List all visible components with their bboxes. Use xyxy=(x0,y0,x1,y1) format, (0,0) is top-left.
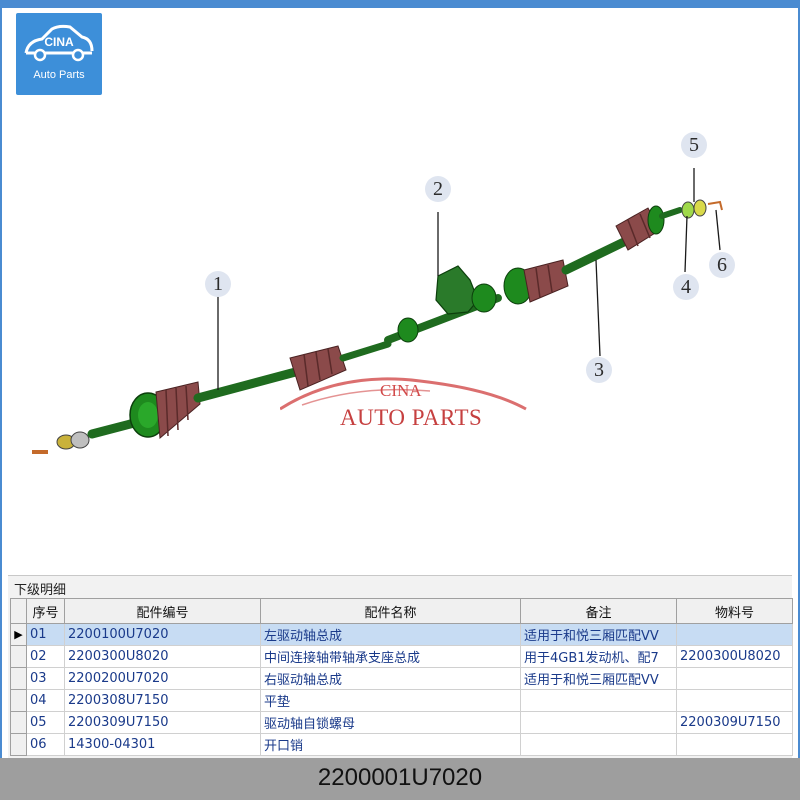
logo-line1: CINA xyxy=(44,35,74,49)
left-nut-washer xyxy=(32,431,90,454)
cell-remark[interactable] xyxy=(520,711,677,734)
column-header-part-no[interactable]: 配件编号 xyxy=(64,598,261,624)
panel-title: 下级明细 xyxy=(14,583,67,598)
assembly-part-number: 2200001U7020 xyxy=(317,764,483,791)
cell-part-no[interactable]: 14300-04301 xyxy=(64,733,261,756)
cell-remark[interactable] xyxy=(520,689,677,712)
parts-table: 序号 配件编号 配件名称 备注 物料号 ▶ 01 2200100U7020 左驱… xyxy=(10,598,793,756)
car-outline-icon xyxy=(24,24,94,62)
brand-logo: CINA Auto Parts xyxy=(16,13,102,95)
right-inner-boot xyxy=(503,259,569,305)
sub-parts-panel: 下级明细 序号 配件编号 配件名称 备注 物料号 ▶ 01 2200100U70… xyxy=(8,575,793,759)
row-indicator xyxy=(10,689,27,712)
cell-material[interactable] xyxy=(676,689,793,712)
watermark-swoosh-icon xyxy=(279,377,527,411)
row-indicator xyxy=(10,645,27,668)
row-indicator xyxy=(10,711,27,734)
table-row[interactable]: 05 2200309U7150 驱动轴自锁螺母 2200309U7150 xyxy=(10,711,793,734)
table-row[interactable]: 06 14300-04301 开口销 xyxy=(10,733,793,756)
callout-6: 6 xyxy=(709,252,735,278)
callout-2: 2 xyxy=(425,176,451,202)
callout-5: 5 xyxy=(681,132,707,158)
cell-remark[interactable]: 适用于和悦三厢匹配VV xyxy=(520,623,677,646)
cell-part-no[interactable]: 2200100U7020 xyxy=(64,623,261,646)
row-indicator xyxy=(10,667,27,690)
cell-part-no[interactable]: 2200200U7020 xyxy=(64,667,261,690)
table-row[interactable]: ▶ 01 2200100U7020 左驱动轴总成 适用于和悦三厢匹配VV xyxy=(10,623,793,646)
left-outer-boot xyxy=(155,381,201,440)
table-row[interactable]: 02 2200300U8020 中间连接轴带轴承支座总成 用于4GB1发动机、配… xyxy=(10,645,793,668)
column-header-material[interactable]: 物料号 xyxy=(676,598,793,624)
cell-material[interactable] xyxy=(676,667,793,690)
intermediate-shaft xyxy=(384,265,502,344)
right-outer-boot xyxy=(615,205,683,251)
cell-part-no[interactable]: 2200300U8020 xyxy=(64,645,261,668)
cell-no[interactable]: 04 xyxy=(26,689,65,712)
leader-lines xyxy=(217,168,721,390)
left-inner-boot xyxy=(289,345,347,391)
cell-remark[interactable]: 适用于和悦三厢匹配VV xyxy=(520,667,677,690)
table-row[interactable]: 03 2200200U7020 右驱动轴总成 适用于和悦三厢匹配VV xyxy=(10,667,793,690)
callout-4: 4 xyxy=(673,274,699,300)
cell-part-no[interactable]: 2200309U7150 xyxy=(64,711,261,734)
watermark-line1: CINA xyxy=(380,381,422,400)
drive-shaft-illustration xyxy=(32,168,723,454)
column-header-no[interactable]: 序号 xyxy=(26,598,65,624)
cell-material[interactable]: 2200300U8020 xyxy=(676,645,793,668)
cell-remark[interactable]: 用于4GB1发动机、配7 xyxy=(520,645,677,668)
table-row[interactable]: 04 2200308U7150 平垫 xyxy=(10,689,793,712)
top-bar xyxy=(0,0,800,8)
column-header-remark[interactable]: 备注 xyxy=(520,598,677,624)
cell-material[interactable]: 2200309U7150 xyxy=(676,711,793,734)
cell-remark[interactable] xyxy=(520,733,677,756)
cell-name[interactable]: 中间连接轴带轴承支座总成 xyxy=(260,645,521,668)
parts-diagram: 1 2 3 4 5 6 xyxy=(8,100,792,570)
cell-no[interactable]: 02 xyxy=(26,645,65,668)
cell-no[interactable]: 01 xyxy=(26,623,65,646)
cell-material[interactable] xyxy=(676,733,793,756)
cell-no[interactable]: 06 xyxy=(26,733,65,756)
callout-3: 3 xyxy=(586,357,612,383)
table-header-row: 序号 配件编号 配件名称 备注 物料号 xyxy=(10,598,793,624)
cell-name[interactable]: 左驱动轴总成 xyxy=(260,623,521,646)
cell-part-no[interactable]: 2200308U7150 xyxy=(64,689,261,712)
column-header-name[interactable]: 配件名称 xyxy=(260,598,521,624)
cell-material[interactable] xyxy=(676,623,793,646)
cell-name[interactable]: 驱动轴自锁螺母 xyxy=(260,711,521,734)
cell-name[interactable]: 开口销 xyxy=(260,733,521,756)
watermark: CINA AUTO PARTS xyxy=(279,375,530,445)
callout-1: 1 xyxy=(205,271,231,297)
row-indicator xyxy=(10,733,27,756)
cell-name[interactable]: 右驱动轴总成 xyxy=(260,667,521,690)
right-nut-washer-pin xyxy=(681,199,723,219)
cell-name[interactable]: 平垫 xyxy=(260,689,521,712)
footer-bar xyxy=(0,758,800,800)
row-pointer-icon: ▶ xyxy=(10,623,27,646)
watermark-line2: AUTO PARTS xyxy=(340,405,483,430)
cell-no[interactable]: 05 xyxy=(26,711,65,734)
logo-line2: Auto Parts xyxy=(33,69,85,81)
cell-no[interactable]: 03 xyxy=(26,667,65,690)
header-indicator xyxy=(10,598,27,624)
